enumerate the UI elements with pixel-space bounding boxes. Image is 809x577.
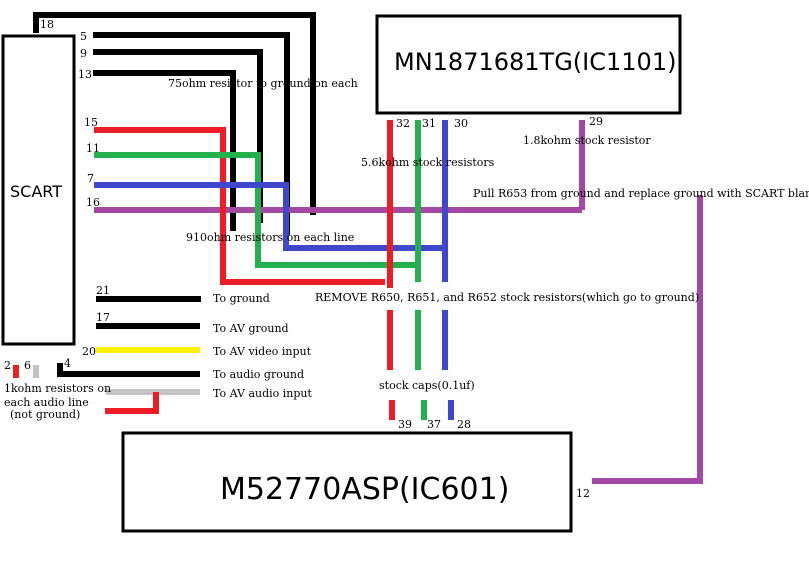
scart-pin-4: 4 [64, 357, 71, 370]
label-to-av-audio: To AV audio input [213, 387, 312, 400]
wire-pin13 [93, 70, 236, 231]
label-audio-res-line2: each audio line [4, 396, 89, 409]
ic601-title: M52770ASP(IC601) [220, 472, 509, 507]
ic601-pin-28: 28 [457, 418, 471, 431]
wire-blank-to-ic601 [592, 195, 703, 484]
ic601-pin-12: 12 [576, 487, 590, 500]
ic1101-title: MN1871681TG(IC1101) [394, 48, 676, 76]
scart-pin-9: 9 [80, 47, 87, 60]
label-audio-res-line1: 1kohm resistors on [4, 382, 111, 395]
rgb-wires [94, 120, 454, 420]
scart-title: SCART [10, 182, 62, 201]
scart-pin-13: 13 [78, 68, 92, 81]
scart-pin-17: 17 [96, 311, 110, 324]
label-remove-resistors: REMOVE R650, R651, and R652 stock resist… [315, 291, 699, 304]
label-r653: Pull R653 from ground and replace ground… [473, 187, 809, 200]
label-75ohm: 75ohm resistor to ground on each [168, 77, 358, 90]
scart-pin-7: 7 [87, 172, 94, 185]
wire-pin15-red [94, 127, 385, 285]
wire-audio-red-res [105, 392, 159, 414]
scart-box [1, 34, 76, 346]
wire-pin5 [93, 32, 290, 235]
label-stock-caps: stock caps(0.1uf) [379, 379, 475, 392]
ic1101-box [375, 14, 682, 115]
scart-pin-6: 6 [24, 359, 31, 372]
scart-pin-20: 20 [82, 345, 96, 358]
ic1101-pin-29: 29 [589, 115, 603, 128]
wire-pin18 [33, 12, 316, 215]
ground-wires [33, 12, 316, 235]
wire-pin4 [57, 363, 200, 377]
label-to-av-video: To AV video input [213, 345, 312, 358]
scart-pin-15: 15 [84, 116, 98, 129]
scart-pin-18: 18 [40, 18, 54, 31]
scart-pin-21: 21 [96, 284, 110, 297]
scart-pin-16: 16 [86, 196, 100, 209]
wire-pin11-green [94, 152, 419, 268]
ic1101-pin-32: 32 [396, 117, 410, 130]
ic601-pin-37: 37 [427, 418, 441, 431]
scart-pin-11: 11 [86, 142, 100, 155]
scart-pin-2: 2 [4, 359, 11, 372]
label-1-8kohm: 1.8kohm stock resistor [523, 134, 651, 147]
blank-wire [94, 120, 703, 484]
wire-pin7-blue [94, 182, 447, 251]
ic601-box [121, 431, 573, 533]
ic1101-pin-31: 31 [422, 117, 436, 130]
scart-pin-5: 5 [80, 30, 87, 43]
label-to-audio-ground: To audio ground [213, 368, 304, 381]
ic601-pin-39: 39 [398, 418, 412, 431]
lower-wires [13, 296, 201, 414]
label-audio-res-line3: (not ground) [10, 408, 80, 421]
ic1101-pin-30: 30 [454, 117, 468, 130]
label-to-ground: To ground [213, 292, 270, 305]
label-910ohm: 910ohm resistors on each line [186, 231, 354, 244]
label-to-av-ground: To AV ground [213, 322, 289, 335]
label-5-6kohm: 5.6kohm stock resistors [361, 156, 495, 169]
